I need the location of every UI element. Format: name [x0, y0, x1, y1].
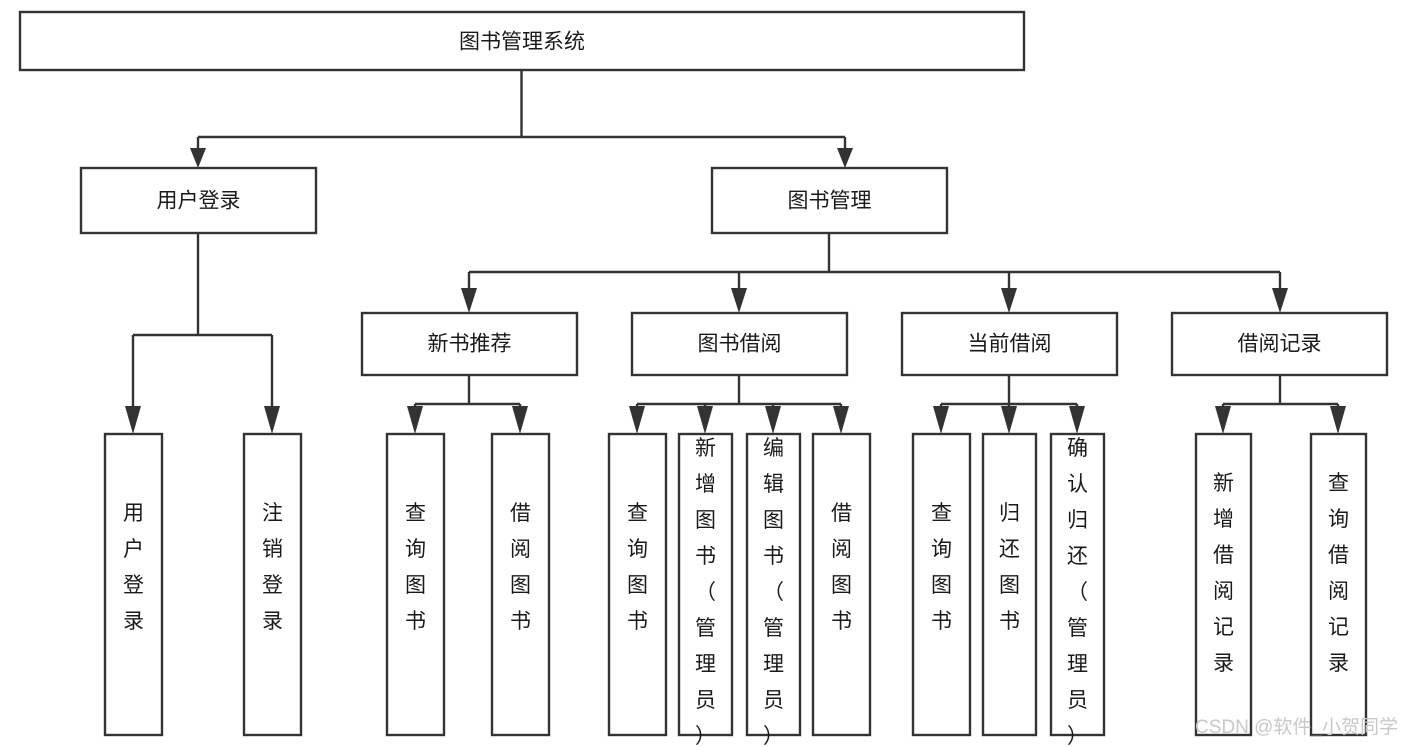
node-leaf-confirm-return-box[interactable]: [1049, 432, 1106, 737]
node-leaf-add-book-box[interactable]: [677, 432, 734, 737]
arrowhead-leaf-query-book-1: [407, 406, 423, 434]
node-leaf-return-book-box[interactable]: [981, 432, 1038, 737]
node-new-book-recommend-label: 新书推荐: [428, 333, 512, 356]
node-book-manage[interactable]: 图书管理: [710, 166, 949, 235]
watermark: CSDN @软件_小贺同学: [1195, 716, 1398, 738]
node-book-borrow-box[interactable]: [630, 311, 849, 377]
arrowhead-book-borrow: [731, 288, 747, 313]
node-leaf-logout-login[interactable]: 注销登录: [242, 432, 303, 737]
node-leaf-borrow-book-2-box[interactable]: [811, 432, 872, 737]
node-book-borrow[interactable]: 图书借阅: [630, 311, 849, 377]
node-leaf-query-book-2-box[interactable]: [607, 432, 668, 737]
node-leaf-query-book-1[interactable]: 查询图书: [385, 432, 446, 737]
node-leaf-add-record[interactable]: 新增借阅记录: [1194, 432, 1253, 737]
node-root[interactable]: 图书管理系统: [18, 10, 1026, 72]
node-leaf-query-book-3-label: 查询图书: [931, 502, 952, 633]
node-leaf-add-book-label: 新增图书（管理员）: [695, 437, 716, 747]
arrowhead-leaf-borrow-book-1: [512, 406, 528, 434]
node-book-borrow-label: 图书借阅: [698, 333, 782, 356]
node-borrow-record[interactable]: 借阅记录: [1170, 311, 1389, 377]
node-leaf-query-record-box[interactable]: [1309, 432, 1368, 737]
node-leaf-query-book-3-box[interactable]: [911, 432, 972, 737]
node-leaf-query-book-1-label: 查询图书: [405, 502, 426, 633]
node-leaf-borrow-book-1-label: 借阅图书: [510, 502, 531, 633]
node-book-manage-box[interactable]: [710, 166, 949, 235]
node-user-login-box[interactable]: [79, 166, 318, 235]
node-leaf-user-login-box[interactable]: [103, 432, 164, 737]
node-leaf-edit-book-label: 编辑图书（管理员）: [763, 437, 784, 747]
arrowhead-book-manage: [837, 148, 853, 168]
node-leaf-query-book-2-label: 查询图书: [627, 502, 648, 633]
node-leaf-borrow-book-1-box[interactable]: [490, 432, 551, 737]
node-root-label: 图书管理系统: [459, 31, 585, 54]
arrowhead-leaf-return-book: [1001, 406, 1017, 434]
node-current-borrow-box[interactable]: [900, 311, 1119, 377]
node-leaf-query-record-label: 查询借阅记录: [1328, 472, 1349, 675]
node-leaf-borrow-book-1[interactable]: 借阅图书: [490, 432, 551, 737]
node-root-box[interactable]: [18, 10, 1026, 72]
connector-layer: [125, 70, 1346, 434]
node-user-login-label: 用户登录: [157, 190, 241, 213]
arrowhead-leaf-add-record: [1215, 406, 1231, 434]
node-new-book-recommend-box[interactable]: [360, 311, 579, 377]
arrowhead-current-borrow: [1001, 288, 1017, 313]
arrowhead-borrow-record: [1272, 288, 1288, 313]
arrowhead-leaf-logout-login: [264, 406, 280, 434]
node-leaf-query-book-2[interactable]: 查询图书: [607, 432, 668, 737]
node-leaf-edit-book[interactable]: 编辑图书（管理员）: [745, 432, 802, 747]
arrowhead-leaf-add-book: [697, 406, 713, 434]
node-leaf-query-book-3[interactable]: 查询图书: [911, 432, 972, 737]
node-current-borrow-label: 当前借阅: [968, 333, 1052, 356]
arrowhead-new-book-recommend: [461, 288, 477, 313]
leaf-layer: 用户登录 注销登录 查询图书 借阅图书 查询图书 新增图书（管理员） 编辑图书（…: [103, 432, 1368, 747]
node-leaf-logout-login-box[interactable]: [242, 432, 303, 737]
node-leaf-return-book-label: 归还图书: [999, 502, 1020, 633]
arrowhead-leaf-query-record: [1330, 406, 1346, 434]
node-leaf-logout-login-label: 注销登录: [262, 502, 283, 633]
arrowhead-user-login: [190, 148, 206, 168]
node-book-manage-label: 图书管理: [788, 190, 872, 213]
node-borrow-record-label: 借阅记录: [1238, 333, 1322, 356]
node-leaf-add-record-label: 新增借阅记录: [1213, 472, 1234, 675]
arrowhead-leaf-user-login: [125, 406, 141, 434]
node-leaf-add-record-box[interactable]: [1194, 432, 1253, 737]
arrowhead-leaf-edit-book: [765, 406, 781, 434]
node-leaf-user-login-label: 用户登录: [123, 502, 144, 633]
node-leaf-borrow-book-2[interactable]: 借阅图书: [811, 432, 872, 737]
arrowhead-leaf-query-book-2: [629, 406, 645, 434]
node-user-login[interactable]: 用户登录: [79, 166, 318, 235]
arrowhead-leaf-confirm-return: [1069, 406, 1085, 434]
node-leaf-query-record[interactable]: 查询借阅记录: [1309, 432, 1368, 737]
node-leaf-user-login[interactable]: 用户登录: [103, 432, 164, 737]
node-leaf-query-book-1-box[interactable]: [385, 432, 446, 737]
node-current-borrow[interactable]: 当前借阅: [900, 311, 1119, 377]
node-leaf-edit-book-box[interactable]: [745, 432, 802, 737]
node-leaf-confirm-return-label: 确认归还（管理员）: [1067, 437, 1088, 747]
arrowhead-leaf-query-book-3: [933, 406, 949, 434]
node-new-book-recommend[interactable]: 新书推荐: [360, 311, 579, 377]
arrowhead-leaf-borrow-book-2: [833, 406, 849, 434]
node-leaf-borrow-book-2-label: 借阅图书: [831, 502, 852, 633]
node-borrow-record-box[interactable]: [1170, 311, 1389, 377]
node-leaf-return-book[interactable]: 归还图书: [981, 432, 1038, 737]
node-leaf-confirm-return[interactable]: 确认归还（管理员）: [1049, 432, 1106, 747]
node-leaf-add-book[interactable]: 新增图书（管理员）: [677, 432, 734, 747]
